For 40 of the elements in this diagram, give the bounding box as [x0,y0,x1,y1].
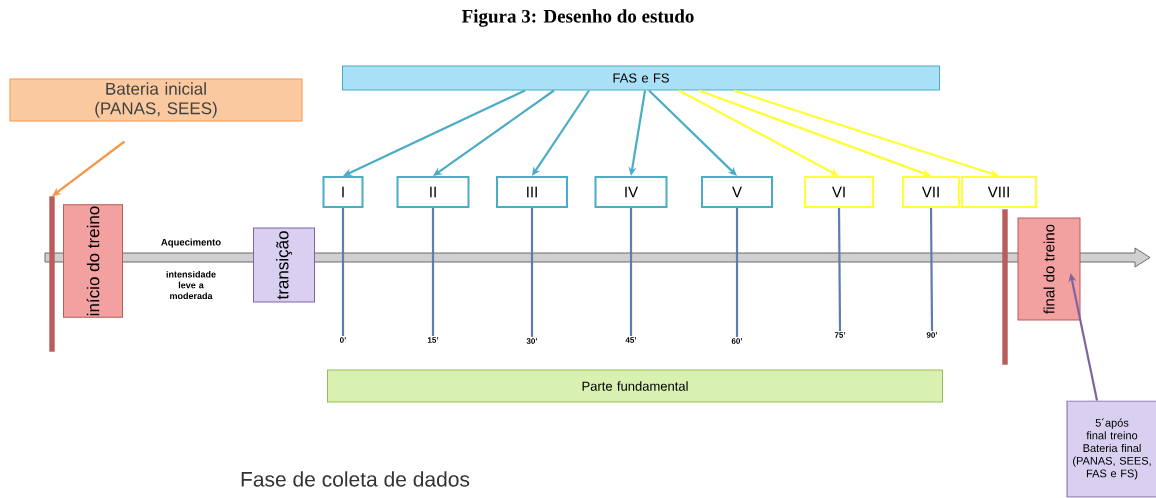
phase-box: final do treino [1017,217,1081,321]
time-label: 45’ [625,337,636,343]
time-marker-line [431,208,435,336]
time-label: 90’ [926,332,938,338]
time-label: 15’ [427,337,438,343]
caption-text: Fase de coleta de dados [241,471,470,487]
time-label: 60’ [731,338,742,344]
phase-label: intensidade leve a moderada [166,270,216,300]
time-marker-line [929,208,934,331]
timepoint-box: VII [902,176,960,208]
time-label: 30’ [526,338,537,344]
phase-box: transição [253,227,315,303]
arrow [532,89,590,176]
label-box: Bateria inicial (PANAS, SEES) [9,78,303,122]
phase-label: Aquecimento [161,238,221,248]
time-label: 75’ [834,332,845,338]
arrow [678,89,839,176]
timepoint-box: IV [594,176,668,208]
time-label: 0’ [340,337,346,343]
time-marker-line [530,208,534,337]
time-marker-line [629,208,633,336]
timepoint-box: II [396,176,470,208]
arrow [343,89,526,176]
phase-box: Parte fundamental [327,369,943,403]
time-marker-line [837,208,842,331]
time-marker-line [735,208,739,337]
label-box: FAS e FS [342,65,940,91]
timepoint-box: V [701,176,773,208]
timepoint-box: VIII [961,176,1037,208]
bar-marker [1002,209,1008,365]
timepoint-box: III [496,176,568,208]
label-box: 5´após final treino Bateria final (PANAS, SEES, FAS e FS) [1066,400,1156,498]
arrow [433,89,555,176]
bar-marker [49,196,55,352]
title: Figura 3: Desenho do estudo [461,9,694,27]
timepoint-box: I [322,176,364,208]
phase-box: início do treino [63,204,123,318]
time-marker-line [341,208,345,336]
arrow [648,89,737,176]
timepoint-box: VI [804,176,874,208]
